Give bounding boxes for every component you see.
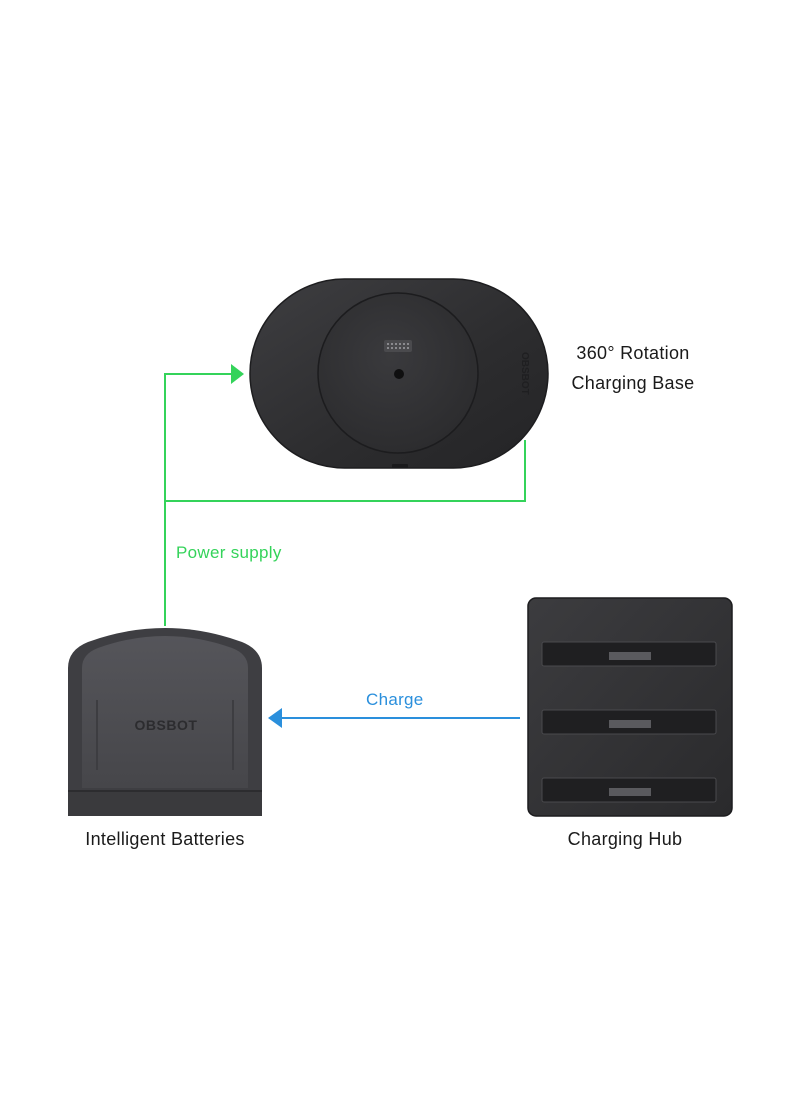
charging-base-label: 360° Rotation Charging Base <box>558 338 708 398</box>
battery-logo: OBSBOT <box>135 717 198 733</box>
hub-slot-3 <box>541 777 717 803</box>
charging-base-label-line2: Charging Base <box>571 373 695 393</box>
hub-slot-1 <box>541 641 717 667</box>
charge-label: Charge <box>366 690 424 709</box>
arrowhead-icon <box>268 708 282 728</box>
arrowhead-icon <box>231 364 244 384</box>
pogo-pin-connector-icon <box>384 340 412 352</box>
batteries-label: Intelligent Batteries <box>85 829 245 849</box>
intelligent-battery-device: OBSBOT <box>68 628 262 816</box>
power-supply-line <box>164 364 526 626</box>
contact-pins-icon <box>609 720 651 728</box>
screw-hole-icon <box>394 369 404 379</box>
charging-base-device: OBSBOT <box>249 278 549 469</box>
charge-line <box>268 708 520 728</box>
hub-slot-2 <box>541 709 717 735</box>
contact-pins-icon <box>609 788 651 796</box>
charging-hub-device <box>527 597 733 817</box>
charging-hub-label: Charging Hub <box>567 829 683 849</box>
contact-pins-icon <box>609 652 651 660</box>
brand-mark: OBSBOT <box>519 352 530 395</box>
power-supply-label: Power supply <box>176 543 282 562</box>
charging-base-label-line1: 360° Rotation <box>576 343 690 363</box>
